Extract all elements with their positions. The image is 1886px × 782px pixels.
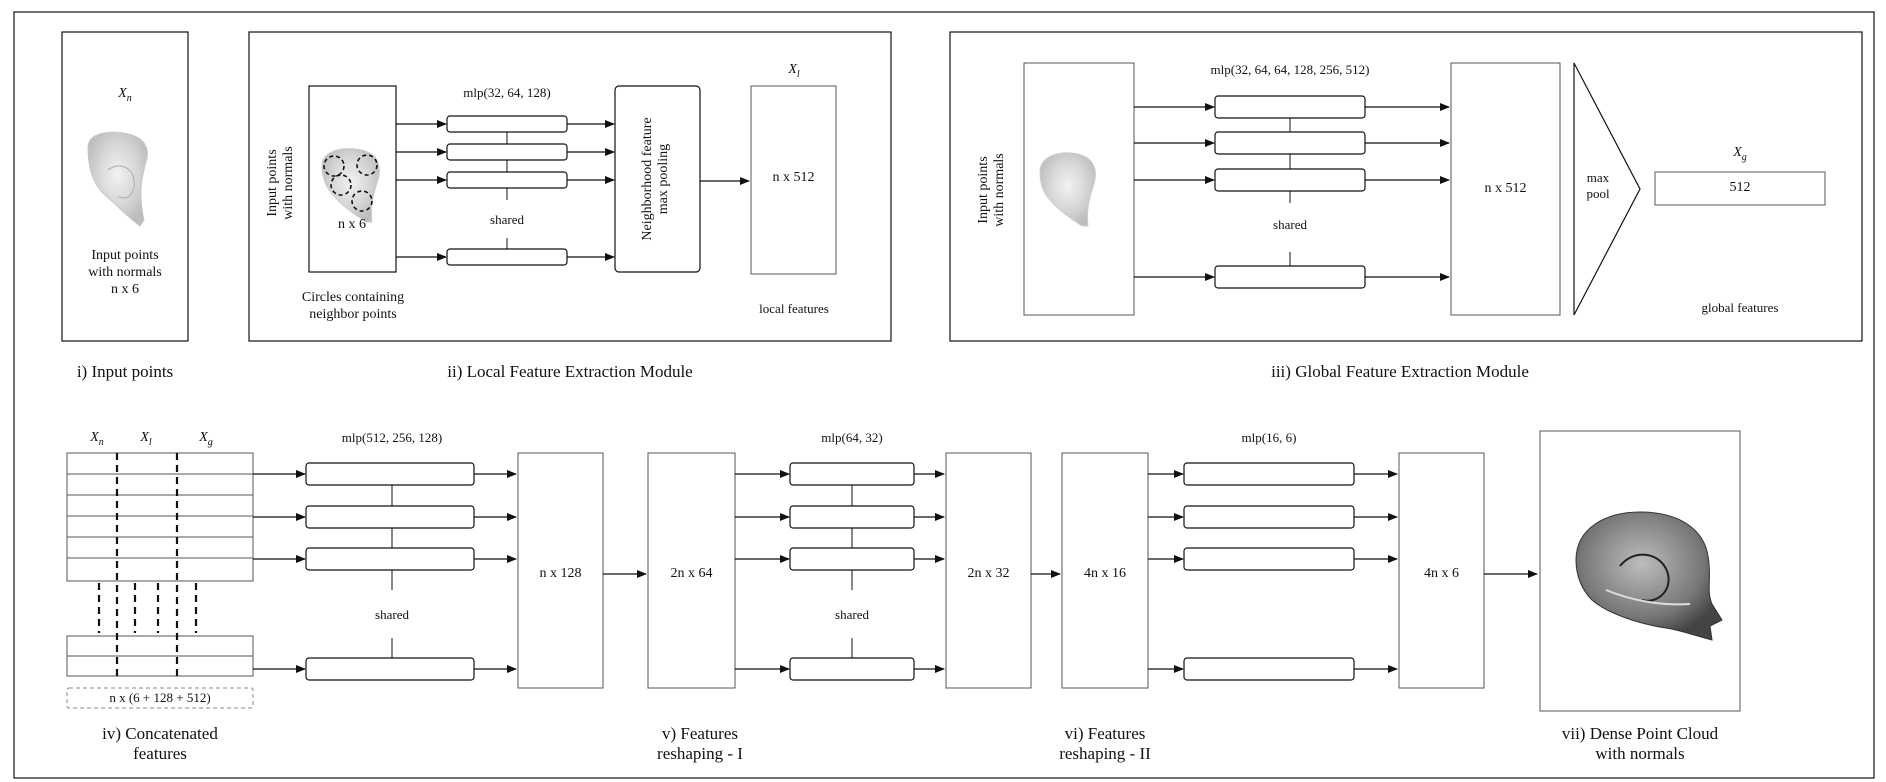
- neighborhood-pool-box: [614, 85, 701, 273]
- concat-size-box: [66, 687, 254, 709]
- reshape2-mlp-rows: [1183, 462, 1355, 681]
- local-out-size: n x 512: [772, 170, 815, 185]
- local-circles-note: Circles containing neighbor points: [301, 290, 405, 322]
- concat-mlp-rows: [305, 462, 475, 681]
- caption-output: vii) Dense Point Cloud with normals: [1561, 724, 1719, 764]
- max-pool-triangle: [1573, 62, 1641, 316]
- concat-col-xn: Xn: [90, 430, 104, 448]
- n128-box: [517, 452, 604, 689]
- caption-reshape1: v) Features reshaping - I: [657, 724, 743, 764]
- 4n16-box: [1061, 452, 1149, 689]
- local-input-size: n x 6: [338, 217, 366, 232]
- n128-label: n x 128: [539, 566, 582, 581]
- 4n6-label: 4n x 6: [1424, 566, 1459, 581]
- outer-frame: [13, 11, 1875, 779]
- reshape1-shared-label: shared: [835, 607, 869, 622]
- 2n64-label: 2n x 64: [670, 566, 713, 581]
- global-shared-label: shared: [1273, 217, 1307, 232]
- reshape1-mlp-label: mlp(64, 32): [821, 430, 883, 445]
- local-input-box: [308, 85, 397, 273]
- input-points-box: [61, 31, 189, 342]
- local-input-label: Input points with normals: [265, 146, 297, 220]
- global-features-box: [1654, 171, 1826, 206]
- dense-head-icon: [1575, 511, 1723, 641]
- global-arrows: [1134, 103, 1450, 281]
- concat-arrows: [253, 470, 517, 673]
- reshape1-arrows: [735, 470, 945, 673]
- local-out-label: local features: [759, 301, 829, 316]
- global-var-label: Xg: [1733, 145, 1747, 163]
- dense-cloud-box: [1539, 430, 1741, 712]
- global-mid-size: n x 512: [1484, 181, 1527, 196]
- global-input-box: [1023, 62, 1135, 316]
- 4n16-label: 4n x 16: [1084, 566, 1126, 581]
- concat-shared-label: shared: [375, 607, 409, 622]
- concat-size-label: n x (6 + 128 + 512): [109, 690, 211, 705]
- concat-col-xg: Xg: [199, 430, 213, 448]
- caption-local-module: ii) Local Feature Extraction Module: [447, 362, 693, 381]
- global-input-label: Input points with normals: [976, 153, 1008, 227]
- caption-global-module: iii) Global Feature Extraction Module: [1271, 362, 1529, 381]
- neighbor-circles: [323, 154, 378, 212]
- concat-mlp-label: mlp(512, 256, 128): [341, 430, 443, 445]
- global-module-box: [949, 31, 1863, 342]
- 4n6-box: [1398, 452, 1485, 689]
- concat-col-xl: Xl: [140, 430, 152, 448]
- concat-table: [66, 452, 254, 677]
- local-arrows-in: [396, 120, 615, 261]
- reshape1-mlp-rows: [789, 462, 915, 681]
- input-label: Input points with normals n x 6: [88, 248, 162, 297]
- local-shared-label: shared: [490, 212, 524, 227]
- reshape2-arrows: [1148, 470, 1398, 673]
- local-features-box: [750, 85, 837, 275]
- local-mlp-label: mlp(32, 64, 128): [463, 85, 551, 100]
- 2n32-box: [945, 452, 1032, 689]
- reshape2-mlp-label: mlp(16, 6): [1241, 430, 1297, 445]
- local-mlp-rows: [446, 115, 568, 266]
- caption-input-points: i) Input points: [76, 362, 174, 381]
- caption-concat: iv) Concatenated features: [102, 724, 218, 764]
- global-out-label: global features: [1701, 300, 1779, 315]
- global-mlp-rows: [1214, 95, 1366, 289]
- input-var-label: Xn: [118, 86, 132, 104]
- input-head-icon: [87, 131, 148, 227]
- global-head-icon: [1039, 152, 1096, 227]
- 2n32-label: 2n x 32: [967, 566, 1010, 581]
- local-var-label: Xl: [788, 62, 800, 80]
- max-pool-label: max pool: [1586, 170, 1610, 201]
- 2n64-box: [647, 452, 736, 689]
- global-out-size: 512: [1729, 180, 1751, 195]
- concat-dividers: [97, 453, 198, 680]
- local-module-box: [248, 31, 892, 342]
- neighborhood-pool-label: Neighborhood feature max pooling: [640, 117, 672, 241]
- global-mlp-label: mlp(32, 64, 64, 128, 256, 512): [1210, 62, 1370, 77]
- global-mid-box: [1450, 62, 1561, 316]
- caption-reshape2: vi) Features reshaping - II: [1059, 724, 1151, 764]
